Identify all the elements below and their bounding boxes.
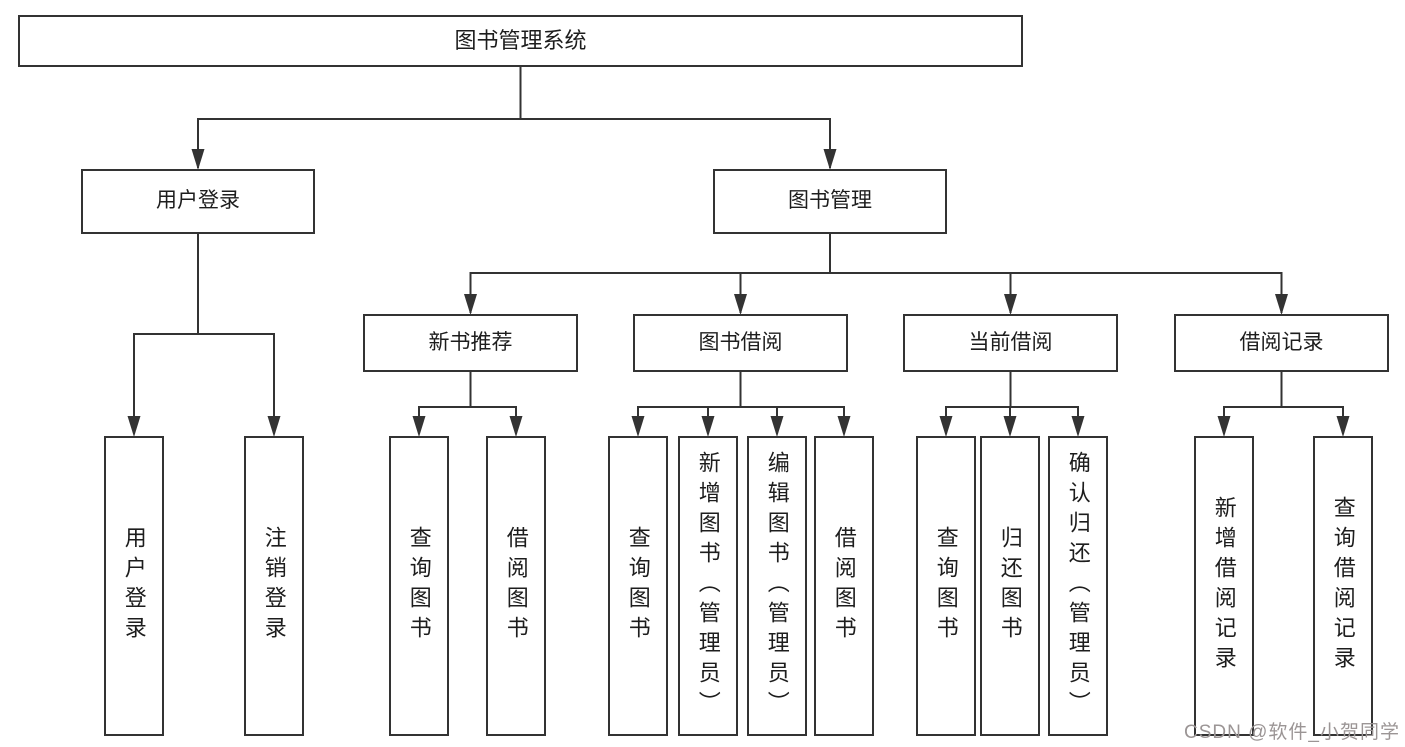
node-current-borrowing: 当前借阅 <box>903 314 1118 372</box>
node-query-books-under-current: 查询图书 <box>916 436 976 736</box>
node-confirm-return-admin: 确认归还（管理员） <box>1048 436 1108 736</box>
node-query-books-under-borrowing: 查询图书 <box>608 436 668 736</box>
node-user-login: 用户登录 <box>81 169 315 234</box>
node-query-borrow-record: 查询借阅记录 <box>1313 436 1373 736</box>
node-query-books-under-recommend: 查询图书 <box>389 436 449 736</box>
watermark: CSDN @软件_小贺同学 <box>1184 722 1400 743</box>
node-borrowing-records: 借阅记录 <box>1174 314 1389 372</box>
node-borrow-books-under-borrowing: 借阅图书 <box>814 436 874 736</box>
node-borrow-books-under-recommend: 借阅图书 <box>486 436 546 736</box>
node-user-login-leaf: 用户登录 <box>104 436 164 736</box>
node-new-book-recommend: 新书推荐 <box>363 314 578 372</box>
node-book-management: 图书管理 <box>713 169 947 234</box>
node-edit-books-admin: 编辑图书（管理员） <box>747 436 807 736</box>
arrowhead-icons <box>127 149 1350 437</box>
node-return-books: 归还图书 <box>980 436 1040 736</box>
node-library-management-system: 图书管理系统 <box>18 15 1023 67</box>
node-logout: 注销登录 <box>244 436 304 736</box>
node-book-borrowing: 图书借阅 <box>633 314 848 372</box>
node-add-books-admin: 新增图书（管理员） <box>678 436 738 736</box>
node-add-borrow-record: 新增借阅记录 <box>1194 436 1254 736</box>
